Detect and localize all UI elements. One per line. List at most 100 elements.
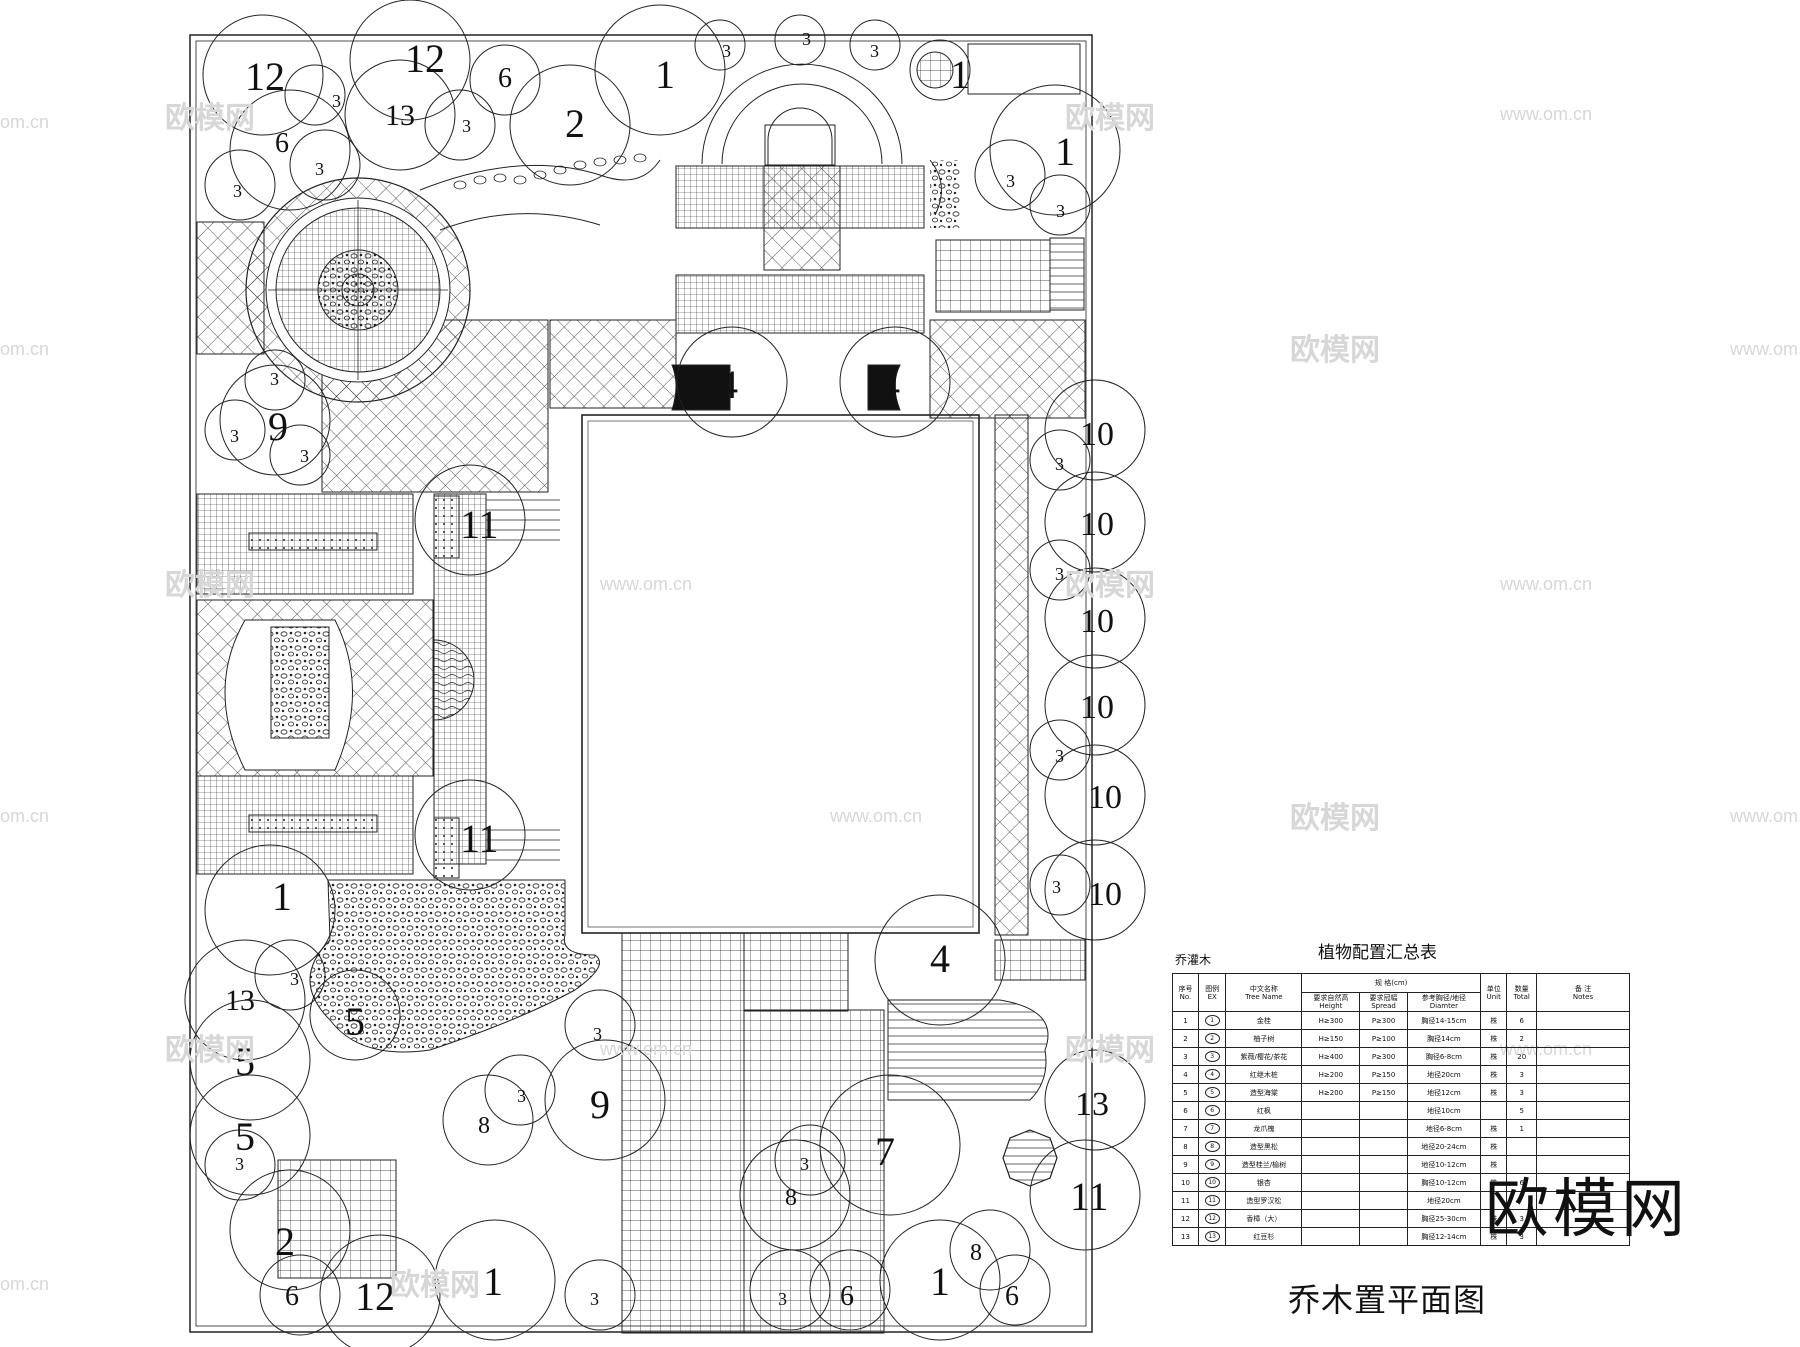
cell-height [1301, 1209, 1361, 1228]
svg-text:3: 3 [593, 1024, 602, 1044]
cell-spread [1359, 1101, 1408, 1120]
cell-height: H≥400 [1301, 1047, 1361, 1066]
svg-text:1: 1 [1055, 129, 1075, 174]
svg-text:om.cn: om.cn [0, 806, 49, 826]
legend-symbol-icon: 9 [1204, 1159, 1220, 1170]
svg-text:欧模网: 欧模网 [165, 568, 255, 603]
svg-text:12: 12 [245, 54, 285, 99]
svg-text:3: 3 [870, 41, 879, 61]
legend-symbol-icon: 4 [1204, 1069, 1220, 1080]
cell-no: 9 [1172, 1155, 1199, 1174]
cell-total: 3 [1506, 1083, 1537, 1102]
svg-text:2: 2 [275, 1219, 295, 1264]
svg-text:9: 9 [590, 1082, 610, 1127]
cell-diameter: 地径6-8cm [1406, 1119, 1482, 1138]
cell-diameter: 地径10cm [1406, 1101, 1482, 1120]
cell-ex: 12 [1197, 1209, 1227, 1228]
svg-text:om.cn: om.cn [0, 339, 49, 359]
cell-no: 4 [1172, 1065, 1199, 1084]
cell-diameter: 地径20cm [1406, 1191, 1482, 1210]
cell-height: H≥300 [1301, 1011, 1361, 1030]
cell-name: 香樟（大） [1225, 1209, 1303, 1228]
cell-ex: 6 [1197, 1101, 1227, 1120]
tree-canopies [184, 0, 1146, 1347]
svg-text:6: 6 [1005, 1281, 1019, 1312]
svg-text:3: 3 [517, 1086, 526, 1106]
cell-total: 3 [1506, 1065, 1537, 1084]
cell-spread: P≥150 [1359, 1065, 1408, 1084]
cell-notes [1536, 1011, 1630, 1030]
cell-no: 5 [1172, 1083, 1199, 1102]
svg-text:4: 4 [718, 362, 738, 407]
legend-symbol-icon: 5 [1204, 1087, 1220, 1098]
svg-text:4: 4 [880, 362, 900, 407]
svg-text:3: 3 [1055, 564, 1064, 584]
cell-total: 2 [1506, 1029, 1537, 1048]
cell-height [1301, 1119, 1361, 1138]
cell-no: 13 [1172, 1227, 1199, 1246]
cell-spread [1359, 1173, 1408, 1192]
cell-diameter: 地径20-24cm [1406, 1137, 1482, 1156]
cell-ex: 5 [1197, 1083, 1227, 1102]
svg-text:3: 3 [1056, 201, 1065, 221]
svg-text:11: 11 [460, 816, 499, 861]
svg-text:欧模网: 欧模网 [165, 101, 255, 136]
svg-text:12: 12 [405, 36, 445, 81]
drawing-caption: 乔木置平面图 [1288, 1281, 1487, 1319]
cell-diameter: 胸径14cm [1406, 1029, 1482, 1048]
central-building [581, 414, 980, 934]
cell-no: 12 [1172, 1209, 1199, 1228]
cell-notes [1536, 1047, 1630, 1066]
svg-text:www.om.cn: www.om.cn [599, 574, 692, 594]
cell-unit: 株 [1480, 1083, 1508, 1102]
cell-ex: 1 [1197, 1011, 1227, 1030]
svg-text:om.cn: om.cn [0, 1274, 49, 1294]
cell-ex: 9 [1197, 1155, 1227, 1174]
svg-text:3: 3 [300, 446, 309, 466]
svg-text:11: 11 [1070, 1174, 1109, 1219]
legend-symbol-icon: 7 [1204, 1123, 1220, 1134]
cell-notes [1536, 1137, 1630, 1156]
cell-name: 红枫 [1225, 1101, 1303, 1120]
svg-text:5: 5 [345, 999, 365, 1044]
cell-name: 造型海棠 [1225, 1083, 1303, 1102]
cell-total: 5 [1506, 1101, 1537, 1120]
svg-text:3: 3 [233, 181, 242, 201]
cell-ex: 13 [1197, 1227, 1227, 1246]
svg-text:3: 3 [802, 29, 811, 49]
cell-height: H≥150 [1301, 1029, 1361, 1048]
cell-diameter: 地径12cm [1406, 1083, 1482, 1102]
svg-text:欧模网: 欧模网 [390, 1268, 480, 1303]
svg-text:3: 3 [332, 91, 341, 111]
svg-text:6: 6 [275, 128, 289, 159]
legend-symbol-icon: 3 [1204, 1051, 1220, 1062]
circular-plaza [245, 177, 471, 403]
cell-spread: P≥100 [1359, 1029, 1408, 1048]
cell-diameter: 地径10-12cm [1406, 1155, 1482, 1174]
svg-text:5: 5 [235, 1039, 255, 1084]
cell-no: 11 [1172, 1191, 1199, 1210]
svg-text:1: 1 [655, 52, 675, 97]
cell-diameter: 胸径10-12cm [1406, 1173, 1482, 1192]
svg-text:10: 10 [1088, 876, 1122, 913]
svg-text:12: 12 [355, 1274, 395, 1319]
legend-symbol-icon: 8 [1204, 1141, 1220, 1152]
svg-text:10: 10 [1080, 603, 1114, 640]
legend-symbol-icon: 11 [1204, 1195, 1220, 1206]
svg-text:10: 10 [1080, 506, 1114, 543]
svg-text:6: 6 [285, 1281, 299, 1312]
legend-symbol-icon: 2 [1204, 1033, 1220, 1044]
cell-unit: 株 [1480, 1047, 1508, 1066]
cell-unit: 株 [1480, 1011, 1508, 1030]
svg-text:13: 13 [1075, 1086, 1109, 1123]
cell-ex: 7 [1197, 1119, 1227, 1138]
svg-text:10: 10 [1080, 416, 1114, 453]
cell-spread [1359, 1119, 1408, 1138]
